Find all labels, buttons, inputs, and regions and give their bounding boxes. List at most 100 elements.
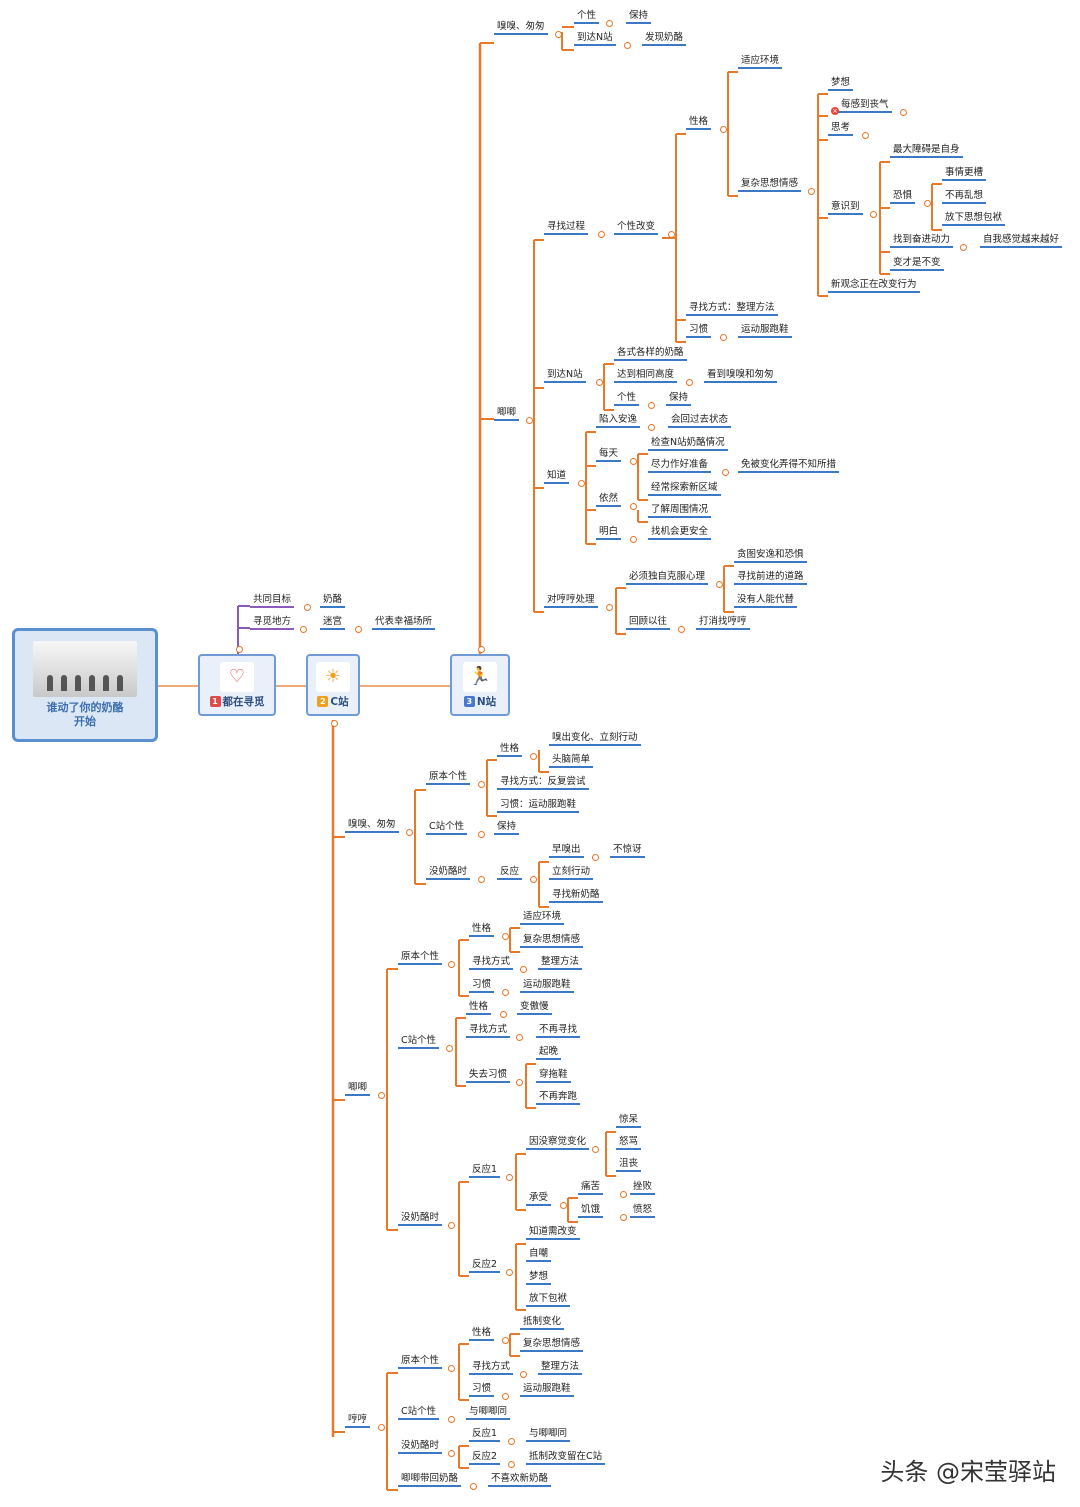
collapse-dot-icon[interactable] — [478, 781, 485, 788]
collapse-dot-icon[interactable] — [720, 334, 727, 341]
collapse-dot-icon[interactable] — [506, 1269, 513, 1276]
topic-b1-2[interactable]: 寻觅地方 — [250, 616, 295, 630]
topic-c-3a3a[interactable]: 运动服跑鞋 — [520, 1383, 574, 1397]
topic-n-f1[interactable]: 事情更槽 — [942, 167, 987, 181]
topic-n-2a[interactable]: 寻找过程 — [544, 221, 589, 235]
topic-n-2a1a1[interactable]: 适应环境 — [738, 55, 783, 69]
topic-c-1a[interactable]: 原本个性 — [426, 771, 471, 785]
topic-c-2c1b2a[interactable]: 愤怒 — [630, 1204, 656, 1218]
topic-c-3a3[interactable]: 习惯 — [469, 1383, 495, 1397]
topic-n-1b[interactable]: 到达N站 — [574, 32, 616, 46]
topic-c-3c[interactable]: 没奶酪时 — [398, 1440, 443, 1454]
collapse-dot-icon[interactable] — [378, 1424, 385, 1431]
topic-c-2c2d[interactable]: 放下包袱 — [526, 1293, 571, 1307]
collapse-dot-icon[interactable] — [355, 626, 362, 633]
collapse-dot-icon[interactable] — [555, 31, 562, 38]
topic-c-3b1[interactable]: 与唧唧同 — [466, 1406, 511, 1420]
topic-n-1a[interactable]: 个性 — [574, 10, 600, 24]
topic-c-3c1[interactable]: 反应1 — [469, 1428, 501, 1442]
topic-n-2d[interactable]: 对哼哼处理 — [544, 594, 598, 608]
collapse-dot-icon[interactable] — [502, 1337, 509, 1344]
collapse-dot-icon[interactable] — [502, 1393, 509, 1400]
topic-c-2c[interactable]: 没奶酪时 — [398, 1212, 443, 1226]
topic-c-2b1a[interactable]: 变傲慢 — [517, 1001, 552, 1015]
topic-n-s4[interactable]: 变才是不变 — [890, 257, 944, 271]
topic-n-g1[interactable]: 自我感觉越来越好 — [980, 234, 1063, 248]
topic-c-3d1[interactable]: 不喜欢新奶酪 — [488, 1473, 552, 1487]
topic-n-1b1[interactable]: 发现奶酪 — [642, 32, 687, 46]
collapse-dot-icon[interactable] — [530, 876, 537, 883]
topic-c-3[interactable]: 哼哼 — [345, 1414, 371, 1428]
topic-n-s2[interactable]: 恐惧 — [890, 190, 916, 204]
topic-n-2c3a[interactable]: 了解周围情况 — [648, 504, 712, 518]
collapse-dot-icon[interactable] — [500, 1011, 507, 1018]
topic-c-2c1a[interactable]: 因没察觉变化 — [526, 1136, 590, 1150]
topic-c-3b[interactable]: C站个性 — [398, 1406, 440, 1420]
topic-n-s3[interactable]: 找到奋进动力 — [890, 234, 954, 248]
topic-n-2c2b[interactable]: 尽力作好准备 — [648, 459, 712, 473]
topic-c-1[interactable]: 嗅嗅、匆匆 — [345, 819, 399, 833]
collapse-dot-icon[interactable] — [620, 1191, 627, 1198]
collapse-dot-icon[interactable] — [596, 379, 603, 386]
topic-n-m1[interactable]: 梦想 — [828, 77, 854, 91]
topic-n-2a3a[interactable]: 运动服跑鞋 — [738, 324, 792, 338]
collapse-dot-icon[interactable] — [808, 188, 815, 195]
topic-n-2a1a[interactable]: 性格 — [686, 116, 712, 130]
topic-c-2[interactable]: 唧唧 — [345, 1082, 371, 1096]
collapse-dot-icon[interactable] — [300, 626, 307, 633]
topic-n-m5[interactable]: 新观念正在改变行为 — [828, 279, 920, 293]
collapse-dot-icon[interactable] — [502, 933, 509, 940]
topic-n-2c2c[interactable]: 经常探索新区域 — [648, 482, 721, 496]
topic-c-3c1a[interactable]: 与唧唧同 — [526, 1428, 571, 1442]
collapse-dot-icon[interactable] — [678, 626, 685, 633]
collapse-dot-icon[interactable] — [378, 1092, 385, 1099]
topic-b1-2a[interactable]: 迷宫 — [320, 616, 346, 630]
topic-n-2d1c[interactable]: 没有人能代替 — [734, 594, 798, 608]
topic-c-3a2a[interactable]: 整理方法 — [538, 1361, 583, 1375]
topic-c-2c2b[interactable]: 自嘲 — [526, 1248, 552, 1262]
topic-c-1c1a[interactable]: 早嗅出 — [549, 844, 584, 858]
topic-n-2d1[interactable]: 必须独自克服心理 — [626, 571, 709, 585]
topic-c-2a2[interactable]: 寻找方式 — [469, 956, 514, 970]
collapse-dot-icon[interactable] — [406, 829, 413, 836]
topic-c-2a1a[interactable]: 适应环境 — [520, 911, 565, 925]
topic-n-2a1[interactable]: 个性改变 — [614, 221, 659, 235]
topic-n-2a1a2[interactable]: 复杂思想情感 — [738, 178, 802, 192]
topic-n-2b3a[interactable]: 保持 — [666, 392, 692, 406]
collapse-dot-icon[interactable] — [606, 20, 613, 27]
topic-c-3a1[interactable]: 性格 — [469, 1327, 495, 1341]
collapse-dot-icon[interactable] — [648, 424, 655, 431]
topic-n-2d2[interactable]: 回顾以往 — [626, 616, 671, 630]
topic-n-2b3[interactable]: 个性 — [614, 392, 640, 406]
collapse-dot-icon[interactable] — [478, 876, 485, 883]
collapse-dot-icon[interactable] — [716, 581, 723, 588]
topic-n-s1[interactable]: 最大障碍是自身 — [890, 144, 963, 158]
topic-n-2c3[interactable]: 依然 — [596, 493, 622, 507]
topic-c-2a[interactable]: 原本个性 — [398, 951, 443, 965]
topic-n-2d1b[interactable]: 寻找前进的道路 — [734, 571, 807, 585]
collapse-dot-icon[interactable] — [924, 200, 931, 207]
topic-c-1a1b[interactable]: 头脑简单 — [549, 754, 594, 768]
topic-n-2c1a[interactable]: 会回过去状态 — [668, 414, 732, 428]
topic-c-1b1[interactable]: 保持 — [494, 821, 520, 835]
collapse-dot-icon[interactable] — [478, 831, 485, 838]
collapse-dot-icon[interactable] — [630, 458, 637, 465]
topic-c-2c2a[interactable]: 知道需改变 — [526, 1226, 580, 1240]
topic-c-2c2c[interactable]: 梦想 — [526, 1271, 552, 1285]
collapse-dot-icon[interactable] — [630, 503, 637, 510]
topic-n-1[interactable]: 嗅嗅、匆匆 — [494, 21, 548, 35]
topic-c-2c1b1[interactable]: 痛苦 — [578, 1181, 604, 1195]
topic-n-f3[interactable]: 放下思想包袱 — [942, 212, 1006, 226]
collapse-dot-icon[interactable] — [578, 480, 585, 487]
collapse-dot-icon[interactable] — [960, 244, 967, 251]
collapse-dot-icon[interactable] — [722, 469, 729, 476]
topic-n-2b2[interactable]: 达到相同高度 — [614, 369, 678, 383]
topic-n-2c4a[interactable]: 找机会更安全 — [648, 526, 712, 540]
root-topic[interactable]: 谁动了你的奶酪 开始 — [12, 628, 158, 742]
collapse-dot-icon[interactable] — [304, 604, 311, 611]
topic-c-1c[interactable]: 没奶酪时 — [426, 866, 471, 880]
topic-n-m2[interactable]: 每感到丧气 — [838, 99, 892, 113]
topic-n-2c2a[interactable]: 检查N站奶酪情况 — [648, 437, 728, 451]
topic-n-2c[interactable]: 知道 — [544, 470, 570, 484]
